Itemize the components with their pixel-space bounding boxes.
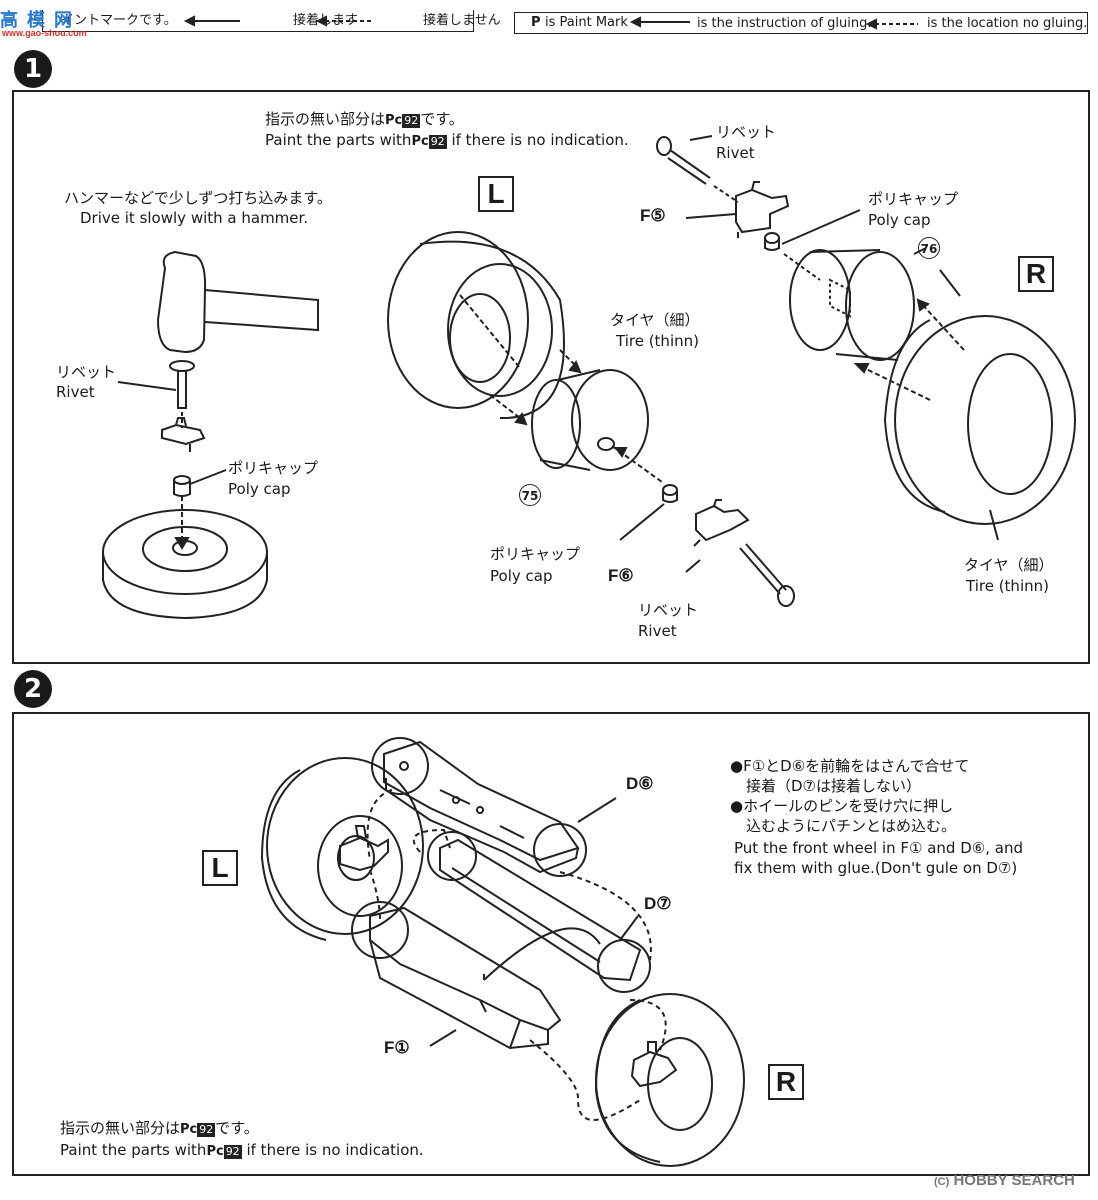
- paint-mark-prefix-en: P: [531, 15, 541, 30]
- part-label-f1: F①: [384, 1038, 410, 1057]
- side-label-right-step2: R: [768, 1064, 804, 1100]
- tire-label-en-right: Tire (thinn): [966, 577, 1049, 595]
- tire-label-jp-left: タイヤ（細）: [610, 311, 700, 329]
- side-label-right: R: [1018, 256, 1054, 292]
- step-1-badge: 1: [14, 50, 52, 88]
- watermark-top-logo: 高 模 网: [0, 6, 74, 32]
- watermark-bottom: (C) HOBBY SEARCH: [934, 1172, 1075, 1189]
- paint-mark-text-en: is Paint Mark: [545, 15, 628, 30]
- rivet-label-jp-top: リベット: [716, 123, 777, 141]
- polycap-label-jp-bottom: ポリキャップ: [490, 545, 581, 563]
- step-2-badge: 2: [14, 670, 52, 708]
- rivet-label-jp-left: リベット: [56, 363, 117, 381]
- tire-label-jp-right: タイヤ（細）: [964, 556, 1054, 574]
- polycap-label-jp-left: ポリキャップ: [228, 459, 319, 477]
- step2-instruction-jp-3: ●ホイールのピンを受け穴に押し: [730, 797, 954, 815]
- watermark-top-url: www.gao-shou.com: [2, 28, 87, 38]
- part-label-d7: D⑦: [644, 894, 672, 913]
- polycap-label-en-left: Poly cap: [228, 480, 291, 498]
- polycap-label-en-right: Poly cap: [868, 211, 931, 229]
- glue-label-jp: 接着します: [293, 13, 359, 28]
- step2-instruction-en-1: Put the front wheel in F① and D⑥, and: [734, 839, 1023, 857]
- rivet-label-en-bottom: Rivet: [638, 622, 677, 640]
- paint-code-prefix: Pc: [385, 113, 403, 128]
- legend-jp: イントマークです。 接着します 接着しません: [42, 10, 501, 32]
- rivet-label-jp-bottom: リベット: [638, 601, 699, 619]
- polycap-label-jp-right: ポリキャップ: [868, 190, 959, 208]
- no-glue-label-en: is the location no gluing.: [927, 16, 1088, 31]
- paint-code-prefix: Pc: [206, 1144, 224, 1159]
- watermark-copyright: (C): [934, 1176, 950, 1188]
- part-number-76: 76: [918, 237, 940, 259]
- no-glue-label-jp: 接着しません: [423, 13, 501, 28]
- step2-instruction-en-2: fix them with glue.(Don't gule on D⑦): [734, 859, 1018, 877]
- tire-label-en-left: Tire (thinn): [616, 332, 699, 350]
- paint-code-prefix: Pc: [411, 134, 429, 149]
- side-label-left-step2: L: [202, 850, 238, 886]
- rivet-label-en-top: Rivet: [716, 144, 755, 162]
- watermark-top-chars: 高 模 网: [0, 10, 75, 30]
- paint-code-number: 92: [402, 114, 421, 128]
- step2-instruction-jp-2: 接着（D⑦は接着しない）: [746, 777, 921, 795]
- part-label-f5: F⑤: [640, 206, 666, 225]
- hammer-instruction-en: Drive it slowly with a hammer.: [80, 209, 309, 227]
- part-label-f6: F⑥: [608, 566, 634, 585]
- legend-en: P is Paint Mark is the instruction of gl…: [514, 12, 1088, 34]
- polycap-label-en-bottom: Poly cap: [490, 567, 553, 585]
- step-2-panel: [12, 712, 1090, 1176]
- paint-code-number: 92: [223, 1145, 242, 1159]
- step2-instruction-jp-4: 込むようにパチンとはめ込む。: [746, 817, 957, 835]
- step2-instruction-jp-1: ●F①とD⑥を前輪をはさんで合せて: [730, 757, 970, 775]
- paint-code-number: 92: [428, 135, 447, 149]
- hammer-instruction-jp: ハンマーなどで少しずつ打ち込みます。: [64, 189, 332, 207]
- glue-label-en: is the instruction of gluing.: [697, 16, 872, 31]
- side-label-left: L: [478, 176, 514, 212]
- watermark-brand: HOBBY SEARCH: [953, 1172, 1075, 1189]
- paint-code-prefix: Pc: [180, 1122, 198, 1137]
- paint-code-number: 92: [197, 1123, 216, 1137]
- part-label-d6: D⑥: [626, 774, 654, 793]
- paint-mark-text-jp: イントマークです。: [61, 13, 177, 28]
- rivet-label-en-left: Rivet: [56, 383, 95, 401]
- part-number-75: 75: [519, 484, 541, 506]
